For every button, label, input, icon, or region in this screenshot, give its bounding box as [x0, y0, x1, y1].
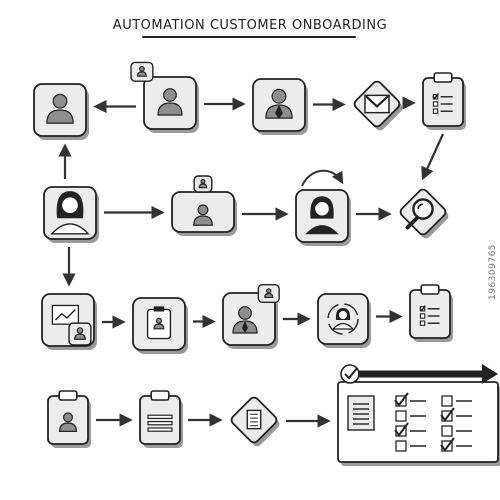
- node-person-clipboard: [47, 390, 91, 448]
- node-envelope: [353, 80, 403, 131]
- node-person-with-badge: [130, 61, 199, 133]
- edge-n5-n9: [421, 133, 445, 181]
- node-checklist: [422, 72, 466, 130]
- edges-layer: [58, 96, 445, 428]
- node-man-with-bubble: [222, 283, 280, 349]
- node-person-card: [171, 175, 237, 236]
- node-woman: [43, 186, 99, 243]
- node-document: [230, 396, 280, 447]
- node-checklist-board: [337, 364, 500, 466]
- diagram-title: AUTOMATION CUSTOMER ONBOARDING: [112, 18, 388, 33]
- node-document-lines: [139, 390, 183, 448]
- node-magnifier: [399, 188, 449, 239]
- title-underline: [142, 36, 356, 38]
- node-chart-with-person: [41, 293, 97, 350]
- curved-arrow: [301, 169, 344, 187]
- nodes-layer: [33, 61, 500, 466]
- node-checklist: [409, 284, 453, 342]
- node-man-with-tie: [252, 78, 308, 135]
- node-businesswoman: [295, 189, 351, 246]
- node-id-card: [132, 297, 188, 354]
- node-woman-refresh: [317, 293, 371, 348]
- node-person: [33, 83, 89, 140]
